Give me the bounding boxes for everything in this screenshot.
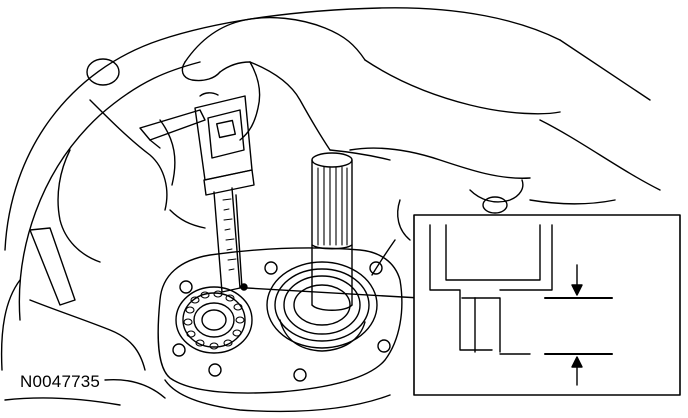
housing-bolt-hole: [208, 363, 222, 377]
transmission-case: [0, 7, 661, 406]
measurement-point: [240, 283, 248, 291]
left-bearing: [175, 286, 253, 354]
hand: [181, 16, 561, 161]
input-shaft: [311, 152, 353, 311]
housing-bolt-hole: [172, 343, 186, 357]
housing-bolt-hole: [179, 280, 193, 294]
caliper: [139, 95, 255, 293]
housing-bolt-hole: [369, 261, 383, 275]
detail-inset: [413, 214, 681, 396]
dimension-arrow-down: [571, 264, 583, 296]
case-bolt-hole: [86, 58, 120, 86]
bearing-housing: [157, 247, 403, 413]
figure-id-label: N0047735: [20, 372, 101, 391]
housing-bolt-hole: [264, 261, 278, 275]
housing-bolt-hole: [377, 339, 391, 353]
housing-bolt-hole: [293, 368, 307, 382]
dimension-arrow-up: [571, 356, 583, 386]
right-bearing: [266, 261, 378, 352]
detail-leader-line: [246, 287, 421, 299]
